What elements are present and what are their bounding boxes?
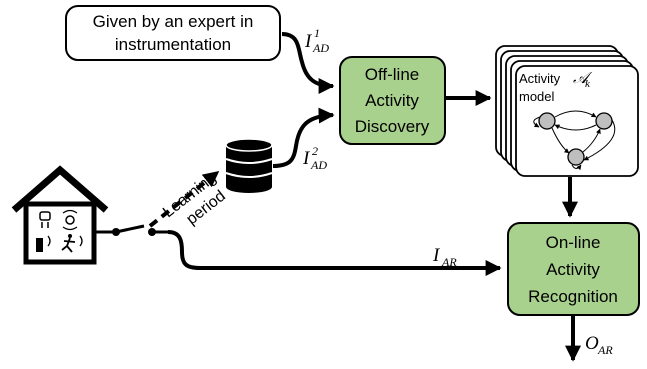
house-icon: [11, 165, 109, 265]
expert-to-discovery-arrow: [281, 32, 335, 94]
oar-label: O AR: [585, 333, 613, 357]
iad1-sup: 1: [314, 26, 320, 40]
activity-model-stack: Activity 𝒜 k model: [495, 45, 639, 177]
state-machine-icon: [533, 110, 616, 171]
offline-discovery-box: Off-line Activity Discovery: [339, 56, 446, 145]
oar-sub: AR: [597, 343, 613, 357]
model-card-front: [515, 65, 639, 177]
offline-line1: Off-line: [365, 65, 420, 84]
iad2-sub: AD: [310, 158, 327, 172]
iad2-main: I: [302, 148, 311, 169]
database-to-discovery-arrow: [272, 107, 335, 168]
online-line1: On-line: [546, 233, 601, 252]
iar-main: I: [432, 245, 441, 266]
iad2-sup: 2: [312, 144, 318, 158]
offline-line3: Discovery: [355, 117, 430, 136]
expert-box-line1: Given by an expert in: [93, 12, 254, 31]
expert-box: Given by an expert in instrumentation: [65, 5, 281, 61]
iad1-sub: AD: [312, 41, 329, 55]
iar-label: I AR: [432, 245, 457, 269]
iad2-label: I 2 AD: [302, 144, 327, 172]
iad1-main: I: [304, 31, 313, 52]
model-line2: model: [519, 89, 555, 104]
model-line1: Activity: [519, 71, 561, 86]
oar-main: O: [585, 333, 599, 354]
switch-to-recognition-arrow: [167, 230, 502, 276]
expert-box-line2: instrumentation: [115, 35, 231, 54]
offline-line2: Activity: [365, 91, 419, 110]
model-subscript: k: [585, 78, 591, 90]
learning-period-label: Learning period: [160, 169, 229, 228]
model-symbol: 𝒜: [573, 70, 593, 87]
iar-sub: AR: [441, 255, 457, 269]
online-line2: Activity: [546, 260, 600, 279]
iad1-label: I 1 AD: [304, 26, 329, 55]
online-recognition-box: On-line Activity Recognition: [507, 222, 640, 316]
switch-icon: [96, 224, 170, 236]
online-line3: Recognition: [528, 287, 618, 306]
database-icon: [225, 138, 273, 193]
